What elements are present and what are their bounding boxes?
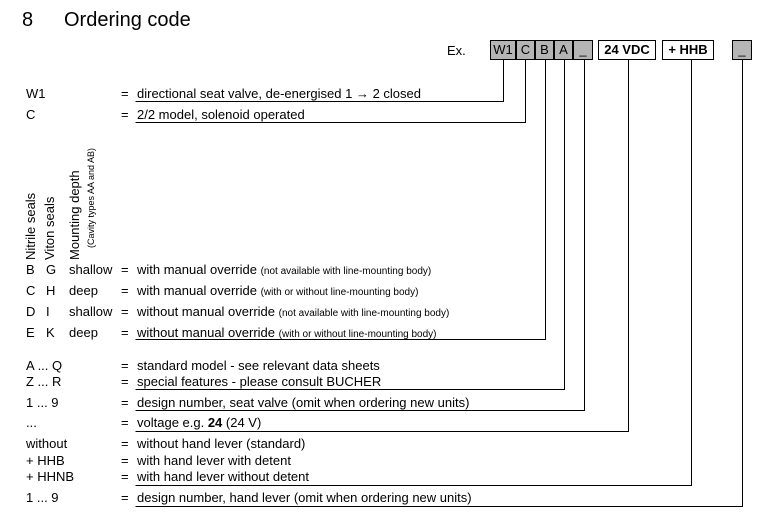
desc-without: without hand lever (standard)	[137, 436, 306, 451]
connector-c	[135, 60, 526, 123]
desc-voltage-pre: voltage e.g.	[137, 415, 208, 430]
connector-voltage	[135, 60, 629, 432]
code-box-voltage: 24 VDC	[598, 40, 656, 60]
code-box-hand-lever: + HHB	[662, 40, 714, 60]
equals: =	[121, 374, 129, 389]
connector-lever-design	[135, 60, 743, 507]
code-w1: W1	[26, 86, 46, 101]
code-box-b: B	[535, 40, 554, 60]
equals: =	[121, 107, 129, 122]
connector-a	[135, 60, 565, 390]
section-title: Ordering code	[64, 9, 191, 31]
code-hhnb: + HHNB	[26, 469, 75, 484]
desc-ek-main: without manual override	[137, 325, 276, 340]
header-viton-seals: Viton seals	[42, 196, 57, 260]
code-aq: A ... Q	[26, 358, 63, 373]
viton-g: G	[46, 262, 57, 277]
equals: =	[121, 304, 129, 319]
equals: =	[121, 490, 129, 505]
code-zr: Z ... R	[26, 374, 62, 389]
viton-i: I	[46, 304, 50, 319]
depth-deep: deep	[69, 283, 98, 298]
code-box-c: C	[516, 40, 535, 60]
depth-shallow: shallow	[69, 262, 113, 277]
desc-design-seat: design number, seat valve (omit when ord…	[137, 395, 470, 410]
desc-di: without manual override (not available w…	[137, 304, 449, 321]
connector-w1	[135, 60, 504, 102]
nitrile-b: B	[26, 262, 35, 277]
desc-hhnb: with hand lever without detent	[137, 469, 309, 484]
desc-di-note: (not available with line-mounting body)	[278, 308, 450, 319]
desc-bg: with manual override (not available with…	[137, 262, 431, 279]
code-without: without	[26, 436, 68, 451]
nitrile-e: E	[26, 325, 35, 340]
nitrile-c: C	[26, 283, 36, 298]
desc-bg-main: with manual override	[137, 262, 257, 277]
section-number: 8	[22, 9, 34, 31]
desc-ek-note: (with or without line-mounting body)	[278, 329, 437, 340]
equals: =	[121, 325, 129, 340]
desc-ek: without manual override (with or without…	[137, 325, 437, 342]
desc-voltage: voltage e.g. 24 (24 V)	[137, 415, 261, 430]
desc-voltage-post: (24 V)	[222, 415, 262, 430]
code-box-a: A	[554, 40, 573, 60]
equals: =	[121, 283, 129, 298]
equals: =	[121, 86, 129, 101]
header-mounting-note: (Cavity types AA and AB)	[86, 147, 96, 248]
code-design-seat: 1 ... 9	[26, 395, 59, 410]
desc-bg-note: (not available with line-mounting body)	[260, 266, 432, 277]
viton-k: K	[46, 325, 55, 340]
equals: =	[121, 469, 129, 484]
connector-design	[135, 60, 585, 411]
code-c: C	[26, 107, 36, 122]
code-design-lever: 1 ... 9	[26, 490, 59, 505]
code-box-design: _	[573, 40, 593, 60]
equals: =	[121, 453, 129, 468]
depth-shallow: shallow	[69, 304, 113, 319]
desc-voltage-value: 24	[207, 415, 223, 430]
desc-w1: directional seat valve, de-energised 1 →…	[137, 86, 421, 101]
desc-ch: with manual override (with or without li…	[137, 283, 418, 300]
nitrile-d: D	[26, 304, 36, 319]
equals: =	[121, 436, 129, 451]
depth-deep: deep	[69, 325, 98, 340]
equals: =	[121, 395, 129, 410]
desc-c: 2/2 model, solenoid operated	[137, 107, 305, 122]
equals: =	[121, 415, 129, 430]
header-mounting-depth: Mounting depth	[67, 170, 82, 260]
desc-hhb: with hand lever with detent	[137, 453, 291, 468]
viton-h: H	[46, 283, 56, 298]
desc-aq: standard model - see relevant data sheet…	[137, 358, 380, 373]
code-voltage: ...	[26, 415, 37, 430]
equals: =	[121, 262, 129, 277]
connector-b	[135, 60, 546, 340]
code-box-w1: W1	[490, 40, 516, 60]
desc-design-lever: design number, hand lever (omit when ord…	[137, 490, 472, 505]
header-nitrile-seals: Nitrile seals	[23, 192, 38, 260]
desc-ch-note: (with or without line-mounting body)	[260, 287, 419, 298]
equals: =	[121, 358, 129, 373]
example-label: Ex.	[447, 43, 466, 58]
code-hhb: + HHB	[26, 453, 65, 468]
desc-di-main: without manual override	[137, 304, 276, 319]
code-box-lever-design: _	[732, 40, 752, 60]
desc-zr: special features - please consult BUCHER	[137, 374, 382, 389]
desc-ch-main: with manual override	[137, 283, 257, 298]
connector-hand-lever	[135, 60, 692, 486]
